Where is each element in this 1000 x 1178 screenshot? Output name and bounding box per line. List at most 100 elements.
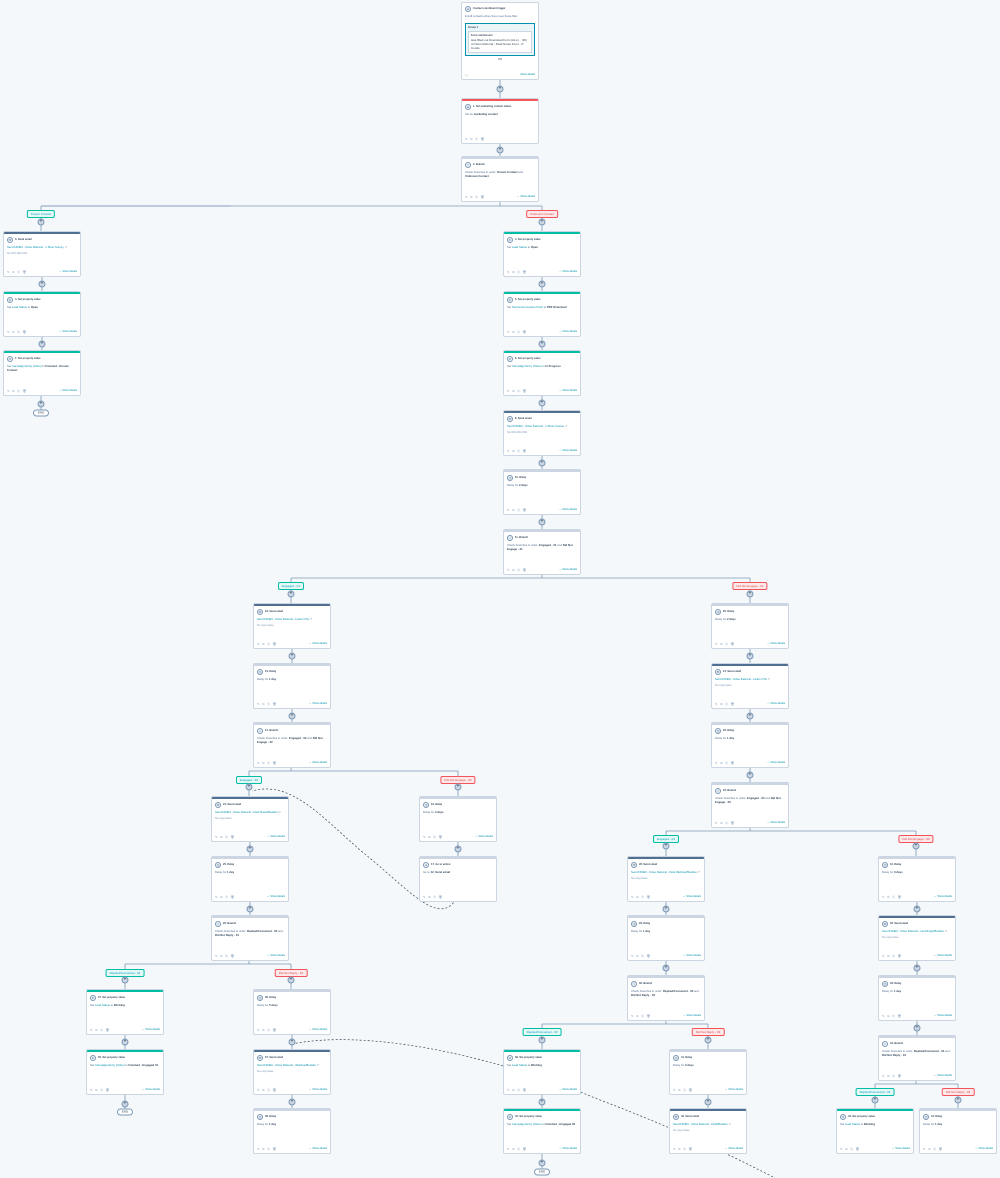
show-details-link[interactable]: ↔ Show details bbox=[308, 1147, 327, 1150]
show-details-link[interactable]: ↔ Show details bbox=[558, 508, 577, 511]
show-details-link[interactable]: ↔ Show details bbox=[58, 389, 77, 392]
card-tools-icon[interactable]: ✎ ⧉ ⎘ 🗑 bbox=[507, 449, 528, 453]
card-tools-icon[interactable]: ✎ ⧉ ⎘ 🗑 bbox=[507, 1088, 528, 1092]
add-action-button[interactable]: + bbox=[538, 1159, 546, 1167]
add-action-button[interactable]: + bbox=[662, 842, 670, 850]
show-details-link[interactable]: ↔ Show details bbox=[558, 270, 577, 273]
add-action-button[interactable]: + bbox=[538, 218, 546, 226]
card-tools-icon[interactable]: ✎ ⧉ ⎘ 🗑 bbox=[257, 1028, 278, 1032]
add-action-button[interactable]: + bbox=[913, 1024, 921, 1032]
show-details-link[interactable]: ↔ Show details bbox=[558, 1088, 577, 1091]
add-action-button[interactable]: + bbox=[496, 85, 504, 93]
card-tools-icon[interactable]: ✎ ⧉ ⎘ 🗑 bbox=[507, 270, 528, 274]
branch-label[interactable]: Did Not Reply - 03 bbox=[691, 1028, 725, 1036]
card-tools-icon[interactable]: ✎ ⧉ ⎘ 🗑 bbox=[882, 1014, 903, 1018]
show-details-link[interactable]: ↔ Show details bbox=[266, 954, 285, 957]
add-action-button[interactable]: + bbox=[746, 712, 754, 719]
card-tools-icon[interactable]: ✎ ⧉ ⎘ 🗑 bbox=[215, 954, 236, 958]
show-details-link[interactable]: ↔ Show details bbox=[682, 1014, 701, 1017]
show-details-link[interactable]: ↔ Show details bbox=[516, 195, 535, 198]
card-tools-icon[interactable]: ✎ ⧉ ⎘ 🗑 bbox=[715, 702, 736, 706]
card-tools-icon[interactable]: ✎ ⧉ ⎘ 🗑 bbox=[507, 508, 528, 512]
card-tools-icon[interactable]: ✎ ⧉ ⎘ 🗑 bbox=[882, 895, 903, 899]
card-tools-icon[interactable]: ✎ ⧉ ⎘ 🗑 bbox=[673, 1147, 694, 1151]
add-action-button[interactable]: + bbox=[538, 1036, 546, 1044]
card-tools-icon[interactable]: ✎ ⧉ ⎘ 🗑 bbox=[507, 389, 528, 393]
add-action-button[interactable]: + bbox=[38, 280, 46, 288]
card-tools-icon[interactable]: ✎ ⧉ ⎘ 🗑 bbox=[7, 389, 28, 393]
show-details-link[interactable]: ↔ Show details bbox=[933, 1014, 952, 1017]
add-action-button[interactable]: + bbox=[121, 1038, 129, 1046]
card-tools-icon[interactable]: ✎ ⧉ ⎘ 🗑 bbox=[423, 895, 444, 899]
add-action-button[interactable]: + bbox=[121, 976, 129, 984]
trigger-tools-icon[interactable]: ▢ bbox=[465, 73, 469, 77]
add-action-button[interactable]: + bbox=[538, 459, 546, 466]
show-details-link[interactable]: ↔ Show details bbox=[308, 1088, 327, 1091]
card-tools-icon[interactable]: ✎ ⧉ ⎘ 🗑 bbox=[465, 137, 486, 141]
card-tools-icon[interactable]: ✎ ⧉ ⎘ 🗑 bbox=[7, 330, 28, 334]
branch-label[interactable]: Did Not Reply - 04 bbox=[941, 1088, 975, 1096]
card-tools-icon[interactable]: ✎ ⧉ ⎘ 🗑 bbox=[215, 835, 236, 839]
show-details-link[interactable]: ↔ Show details bbox=[891, 1147, 910, 1150]
show-details-link[interactable]: ↔ Show details bbox=[724, 1088, 743, 1091]
add-action-button[interactable]: + bbox=[246, 905, 254, 912]
card-tools-icon[interactable]: ✎ ⧉ ⎘ 🗑 bbox=[257, 702, 278, 706]
card-tools-icon[interactable]: ✎ ⧉ ⎘ 🗑 bbox=[257, 1088, 278, 1092]
card-tools-icon[interactable]: ✎ ⧉ ⎘ 🗑 bbox=[7, 270, 28, 274]
trigger-show-details[interactable]: Show details bbox=[520, 73, 535, 76]
add-action-button[interactable]: + bbox=[746, 771, 754, 779]
card-tools-icon[interactable]: ✎ ⧉ ⎘ 🗑 bbox=[840, 1147, 861, 1151]
show-details-link[interactable]: ↔ Show details bbox=[558, 568, 577, 571]
add-action-button[interactable]: + bbox=[746, 590, 754, 598]
add-action-button[interactable]: + bbox=[704, 1098, 712, 1105]
add-action-button[interactable]: + bbox=[288, 1098, 296, 1105]
add-action-button[interactable]: + bbox=[246, 845, 254, 853]
add-action-button[interactable]: + bbox=[454, 783, 462, 791]
card-tools-icon[interactable]: ✎ ⧉ ⎘ 🗑 bbox=[923, 1147, 944, 1151]
show-details-link[interactable]: ↔ Show details bbox=[558, 1147, 577, 1150]
show-details-link[interactable]: ↔ Show details bbox=[766, 642, 785, 645]
card-tools-icon[interactable]: ✎ ⧉ ⎘ 🗑 bbox=[882, 954, 903, 958]
card-tools-icon[interactable]: ✎ ⧉ ⎘ 🗑 bbox=[631, 1014, 652, 1018]
add-action-button[interactable]: + bbox=[454, 845, 462, 853]
show-details-link[interactable]: ↔ Show details bbox=[558, 389, 577, 392]
card-tools-icon[interactable]: ✎ ⧉ ⎘ 🗑 bbox=[90, 1028, 111, 1032]
add-action-button[interactable]: + bbox=[121, 1100, 129, 1108]
add-action-button[interactable]: + bbox=[288, 712, 296, 719]
add-action-button[interactable]: + bbox=[538, 399, 546, 407]
add-action-button[interactable]: + bbox=[538, 518, 546, 526]
filter-box[interactable]: Form submission Has filled out Download … bbox=[468, 30, 532, 53]
card-tools-icon[interactable]: ✎ ⧉ ⎘ 🗑 bbox=[507, 568, 528, 572]
show-details-link[interactable]: ↔ Show details bbox=[308, 1028, 327, 1031]
add-action-button[interactable]: + bbox=[288, 1038, 296, 1046]
